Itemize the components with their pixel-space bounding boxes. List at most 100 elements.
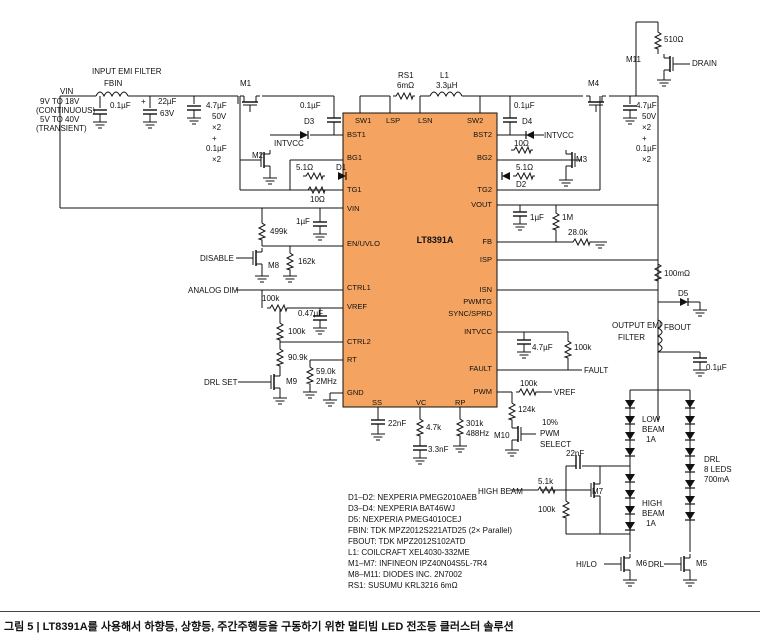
schematic: LT8391A BST1 BG1 TG1 VIN EN/UVLO CTRL1 V… bbox=[36, 21, 732, 590]
d1-label: D1 bbox=[336, 163, 347, 172]
drl-current: 700mA bbox=[704, 475, 730, 484]
drl-input-label: DRL bbox=[648, 560, 665, 569]
m8-label: M8 bbox=[268, 261, 280, 270]
chip-name: LT8391A bbox=[417, 235, 454, 245]
fbout-label: FBOUT bbox=[664, 323, 691, 332]
pin-bg1: BG1 bbox=[347, 153, 362, 162]
r10-right-label: 10Ω bbox=[514, 139, 529, 148]
bom-item: FBOUT: TDK MPZ2012S102ATD bbox=[348, 537, 466, 546]
cap3-voltage: 50V bbox=[212, 112, 227, 121]
bom-list: D1–D2: NEXPERIA PMEG2010AEB D3–D4: NEXPE… bbox=[348, 493, 512, 590]
cap4-count: ×2 bbox=[212, 155, 222, 164]
lt8391a-chip bbox=[342, 112, 498, 408]
input-filter-title: INPUT EMI FILTER bbox=[92, 67, 162, 76]
high-beam-current: 1A bbox=[646, 519, 656, 528]
m7-label: M7 bbox=[592, 487, 604, 496]
pin-bst1: BST1 bbox=[347, 130, 366, 139]
r100k-fault-label: 100k bbox=[574, 343, 592, 352]
pin-tg1: TG1 bbox=[347, 185, 362, 194]
r100k-pwm-label: 100k bbox=[520, 379, 538, 388]
pin-rt: RT bbox=[347, 355, 357, 364]
pin-rp: RP bbox=[455, 398, 465, 407]
m11-label: M11 bbox=[626, 55, 642, 64]
cap1-label: 0.1µF bbox=[110, 101, 131, 110]
pin-lsp: LSP bbox=[386, 116, 400, 125]
c01u-out-label: 0.1µF bbox=[706, 363, 727, 372]
out-filter-label: OUTPUT EMI bbox=[612, 321, 661, 330]
m1-label: M1 bbox=[240, 79, 252, 88]
r280k-label: 28.0k bbox=[568, 228, 589, 237]
bom-item: RS1: SUSUMU KRL3216 6mΩ bbox=[348, 581, 458, 590]
m2-label: M2 bbox=[252, 151, 264, 160]
pwm-select-label2: SELECT bbox=[540, 440, 571, 449]
cap3-count: ×2 bbox=[212, 123, 222, 132]
cout-voltage: 50V bbox=[642, 112, 657, 121]
pin-isn: ISN bbox=[479, 285, 492, 294]
low-beam-current: 1A bbox=[646, 435, 656, 444]
r100k-ctrl2-label: 100k bbox=[288, 327, 306, 336]
bom-item: FBIN: TDK MPZ2012S221ATD25 (2× Parallel) bbox=[348, 526, 512, 535]
pin-sw2: SW2 bbox=[467, 116, 483, 125]
pin-fb: FB bbox=[482, 237, 492, 246]
r100k-m7-label: 100k bbox=[538, 505, 556, 514]
r301k-label: 301k bbox=[466, 419, 484, 428]
r162k-label: 162k bbox=[298, 257, 316, 266]
drl-label: DRL bbox=[704, 455, 721, 464]
m9-label: M9 bbox=[286, 377, 298, 386]
c1u-vin-label: 1µF bbox=[296, 217, 310, 226]
out-filter-label2: FILTER bbox=[618, 333, 645, 342]
r590k-label: 59.0k bbox=[316, 367, 337, 376]
cout2-label: 0.1µF bbox=[636, 144, 657, 153]
r909k-label: 90.9k bbox=[288, 353, 309, 362]
pin-tg2: TG2 bbox=[477, 185, 492, 194]
vref-right-label: VREF bbox=[554, 388, 575, 397]
cout-plus: + bbox=[642, 134, 647, 143]
pin-bst2: BST2 bbox=[473, 130, 492, 139]
f2mhz-label: 2MHz bbox=[316, 377, 337, 386]
bom-item: D5: NEXPERIA PMEG4010CEJ bbox=[348, 515, 461, 524]
intvcc-right: INTVCC bbox=[544, 131, 574, 140]
vin-range2-note: (TRANSIENT) bbox=[36, 124, 87, 133]
led-string-drl bbox=[684, 395, 696, 525]
bom-item: M1–M7: INFINEON IPZ40N04S5L-7R4 bbox=[348, 559, 488, 568]
pin-gnd: GND bbox=[347, 388, 364, 397]
pin-vc: VC bbox=[416, 398, 427, 407]
cap2-polarity: + bbox=[141, 97, 146, 106]
pin-en-uvlo: EN/UVLO bbox=[347, 239, 380, 248]
r510-label: 510Ω bbox=[664, 35, 683, 44]
low-beam-label2: BEAM bbox=[642, 425, 665, 434]
d4-label: D4 bbox=[522, 117, 533, 126]
cap3-plus: + bbox=[212, 134, 217, 143]
m6-label: M6 bbox=[636, 559, 648, 568]
pin-ctrl2: CTRL2 bbox=[347, 337, 371, 346]
pin-pwmtg: PWMTG bbox=[463, 297, 492, 306]
pwm-duty-label: 10% bbox=[542, 418, 558, 427]
l1-label: L1 bbox=[440, 71, 449, 80]
c22n-m7-label: 22nF bbox=[566, 449, 584, 458]
pin-vout: VOUT bbox=[471, 200, 492, 209]
drl-count: 8 LEDS bbox=[704, 465, 732, 474]
cap4-label: 0.1µF bbox=[206, 144, 227, 153]
pin-pwm: PWM bbox=[474, 387, 492, 396]
r51k-label: 5.1k bbox=[538, 477, 554, 486]
pin-intvcc: INTVCC bbox=[464, 327, 493, 336]
drl-set-label: DRL SET bbox=[204, 378, 238, 387]
cout-count: ×2 bbox=[642, 123, 652, 132]
r47k-label: 4.7k bbox=[426, 423, 442, 432]
c-bst2-label: 0.1µF bbox=[514, 101, 535, 110]
pin-sw1: SW1 bbox=[355, 116, 371, 125]
vin-label: VIN bbox=[60, 87, 74, 96]
m5-label: M5 bbox=[696, 559, 708, 568]
rs1-value: 6mΩ bbox=[397, 81, 414, 90]
drain-label: DRAIN bbox=[692, 59, 717, 68]
pin-vin: VIN bbox=[347, 204, 360, 213]
r124k-label: 124k bbox=[518, 405, 536, 414]
pin-ss: SS bbox=[372, 398, 382, 407]
r100m-label: 100mΩ bbox=[664, 269, 690, 278]
d3-label: D3 bbox=[304, 117, 315, 126]
r51-right-label: 5.1Ω bbox=[516, 163, 533, 172]
c22n-label: 22nF bbox=[388, 419, 406, 428]
d2-label: D2 bbox=[516, 180, 527, 189]
analog-dim-label: ANALOG DIM bbox=[188, 286, 239, 295]
fault-label: FAULT bbox=[584, 366, 608, 375]
